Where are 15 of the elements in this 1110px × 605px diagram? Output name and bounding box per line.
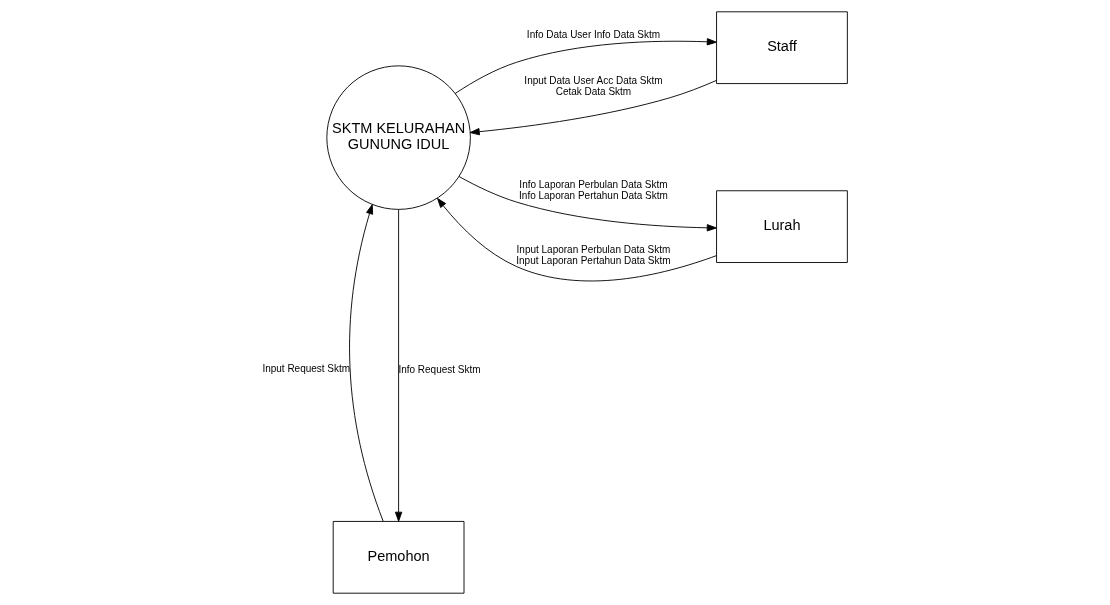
node-box: Pemohon: [332, 520, 465, 594]
arrow: [349, 204, 384, 522]
arrow: [437, 197, 717, 282]
edge-label: Info Laporan Perbulan Data Sktm Info Laporan Pertahun Data Sktm: [519, 179, 668, 202]
edge-label: Info Request Sktm: [398, 364, 481, 376]
node-box: Staff: [716, 11, 848, 85]
arrow: [458, 176, 717, 232]
arrow: [394, 209, 403, 522]
node-box: Lurah: [716, 190, 848, 263]
arrow: [454, 38, 717, 94]
edge-label: Input Data User Acc Data Sktm Cetak Data Sktm: [524, 74, 663, 97]
edge-label: Info Data User Info Data Sktm: [526, 29, 661, 41]
arrow: [469, 80, 717, 136]
edge-label: Input Laporan Perbulan Data Sktm Input Laporan Pertahun Data Sktm: [516, 243, 671, 266]
edge-label: Input Request Sktm: [262, 362, 351, 374]
